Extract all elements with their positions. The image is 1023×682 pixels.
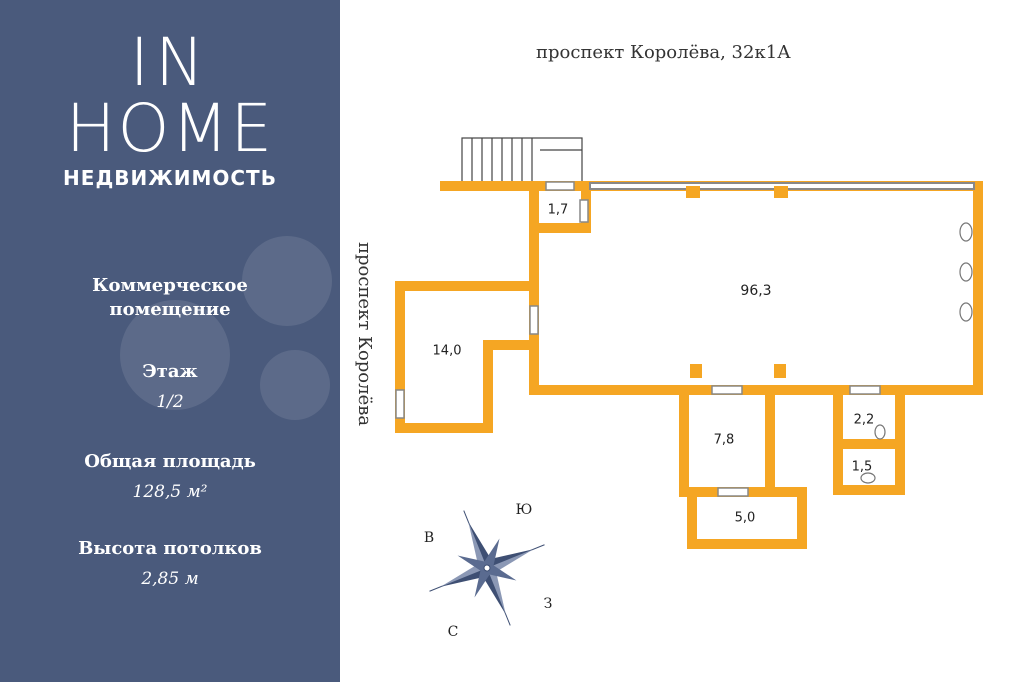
decor-circle — [120, 300, 230, 410]
area-value: 128,5 м² — [132, 482, 208, 502]
ceiling-label: Высота потолков — [78, 538, 262, 559]
floor-block: Этаж 1/2 — [0, 360, 340, 414]
compass-label-right: З — [543, 596, 553, 612]
property-type-line2: помещение — [109, 299, 231, 320]
walls — [395, 181, 983, 549]
logo-in: IN — [129, 24, 211, 101]
street-label-side: проспект Королёва — [354, 242, 375, 427]
area-label: Общая площадь — [84, 451, 256, 472]
ceiling-value: 2,85 м — [141, 569, 199, 589]
columns — [686, 186, 788, 378]
compass-label-top: Ю — [515, 502, 533, 518]
decor-circle — [242, 236, 332, 326]
fixtures — [860, 222, 973, 484]
logo-home: HOME — [65, 90, 275, 167]
compass-rose — [429, 510, 545, 626]
room-area-main: 96,3 — [740, 283, 772, 299]
floor-label: Этаж — [142, 361, 198, 382]
logo-subtitle: НЕДВИЖИМОСТЬ — [63, 166, 277, 190]
property-type: Коммерческое помещение — [0, 274, 340, 322]
room-area-wc-lower: 1,5 — [851, 459, 873, 475]
room-area-bottom-mid: 7,8 — [713, 432, 735, 448]
doors — [395, 181, 881, 497]
street-label-top: проспект Королёва, 32к1А — [536, 42, 791, 63]
room-area-left: 14,0 — [432, 343, 462, 359]
info-sidebar: IN HOME НЕДВИЖИМОСТЬ Коммерческое помеще… — [0, 0, 340, 682]
room-area-small-top: 1,7 — [547, 202, 569, 218]
room-area-wc-upper: 2,2 — [853, 412, 875, 428]
floor-value: 1/2 — [156, 392, 184, 412]
stairs — [461, 137, 583, 185]
decor-circle — [260, 350, 330, 420]
ceiling-block: Высота потолков 2,85 м — [0, 537, 340, 591]
compass-label-left: В — [423, 530, 435, 546]
property-type-line1: Коммерческое — [92, 275, 248, 296]
area-block: Общая площадь 128,5 м² — [0, 450, 340, 504]
room-area-bottom-low: 5,0 — [734, 510, 756, 526]
compass-label-bottom: С — [447, 624, 459, 640]
